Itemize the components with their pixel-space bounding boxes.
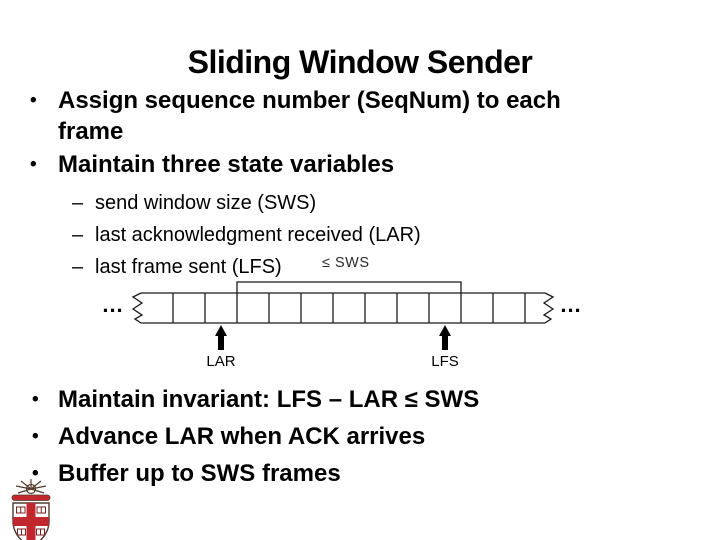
- university-crest-logo: [11, 479, 51, 540]
- left-jagged-edge: [131, 292, 144, 324]
- right-ellipsis: ...: [560, 292, 581, 317]
- diagram-lines: [131, 281, 555, 324]
- bullet-text: Advance LAR when ACK arrives: [58, 423, 426, 450]
- crest-torse: [11, 494, 51, 501]
- bullet-marker: •: [30, 154, 37, 175]
- lfs-arrow-icon: [439, 325, 451, 350]
- bullet-text: Assign sequence number (SeqNum) to each …: [58, 87, 561, 145]
- dash-marker: –: [72, 192, 84, 214]
- bottom-bullet-list: • Maintain invariant: LFS – LAR ≤ SWS • …: [32, 381, 692, 492]
- right-jagged-edge: [542, 292, 555, 324]
- lar-label: LAR: [206, 353, 235, 370]
- sub-bullet-text: send window size (SWS): [95, 192, 317, 214]
- bullet-marker: •: [32, 463, 39, 484]
- dash-marker: –: [72, 256, 84, 278]
- dash-marker: –: [72, 224, 84, 246]
- lfs-label: LFS: [431, 353, 459, 370]
- sliding-window-diagram: LAR LFS ... ...: [102, 281, 581, 370]
- bullet-marker: •: [32, 389, 39, 410]
- list-item: • Advance LAR when ACK arrives: [32, 418, 692, 455]
- list-item: • Assign sequence number (SeqNum) to eac…: [30, 85, 695, 147]
- cell-separators: [172, 293, 526, 323]
- bullet-text: Buffer up to SWS frames: [58, 460, 341, 487]
- list-item: – send window size (SWS): [72, 187, 632, 219]
- sws-bracket: [236, 281, 462, 293]
- crest-cross-icon: [13, 503, 49, 540]
- list-item: – last acknowledgment received (LAR): [72, 219, 632, 251]
- bullet-text: Maintain three state variables: [58, 151, 395, 178]
- left-ellipsis: ...: [102, 292, 123, 317]
- slide-title: Sliding Window Sender: [187, 44, 533, 80]
- sub-bullet-text: last frame sent (LFS): [95, 256, 282, 278]
- list-item: – last frame sent (LFS): [72, 251, 632, 283]
- bullet-text: Maintain invariant: LFS – LAR ≤ SWS: [58, 386, 480, 413]
- bullet-marker: •: [32, 426, 39, 447]
- list-item: • Buffer up to SWS frames: [32, 455, 692, 492]
- list-item: • Maintain three state variables: [30, 149, 695, 180]
- lar-arrow-icon: [215, 325, 227, 350]
- sub-bullet-list: – send window size (SWS) – last acknowle…: [72, 187, 632, 283]
- sub-bullet-text: last acknowledgment received (LAR): [95, 224, 421, 246]
- list-item: • Maintain invariant: LFS – LAR ≤ SWS: [32, 381, 692, 418]
- crest-sun-icon: [15, 479, 47, 495]
- sws-constraint-label: ≤ SWS: [322, 255, 370, 271]
- top-bullet-list: • Assign sequence number (SeqNum) to eac…: [30, 85, 695, 182]
- bullet-marker: •: [30, 90, 37, 111]
- crest-books-icon: [16, 506, 46, 536]
